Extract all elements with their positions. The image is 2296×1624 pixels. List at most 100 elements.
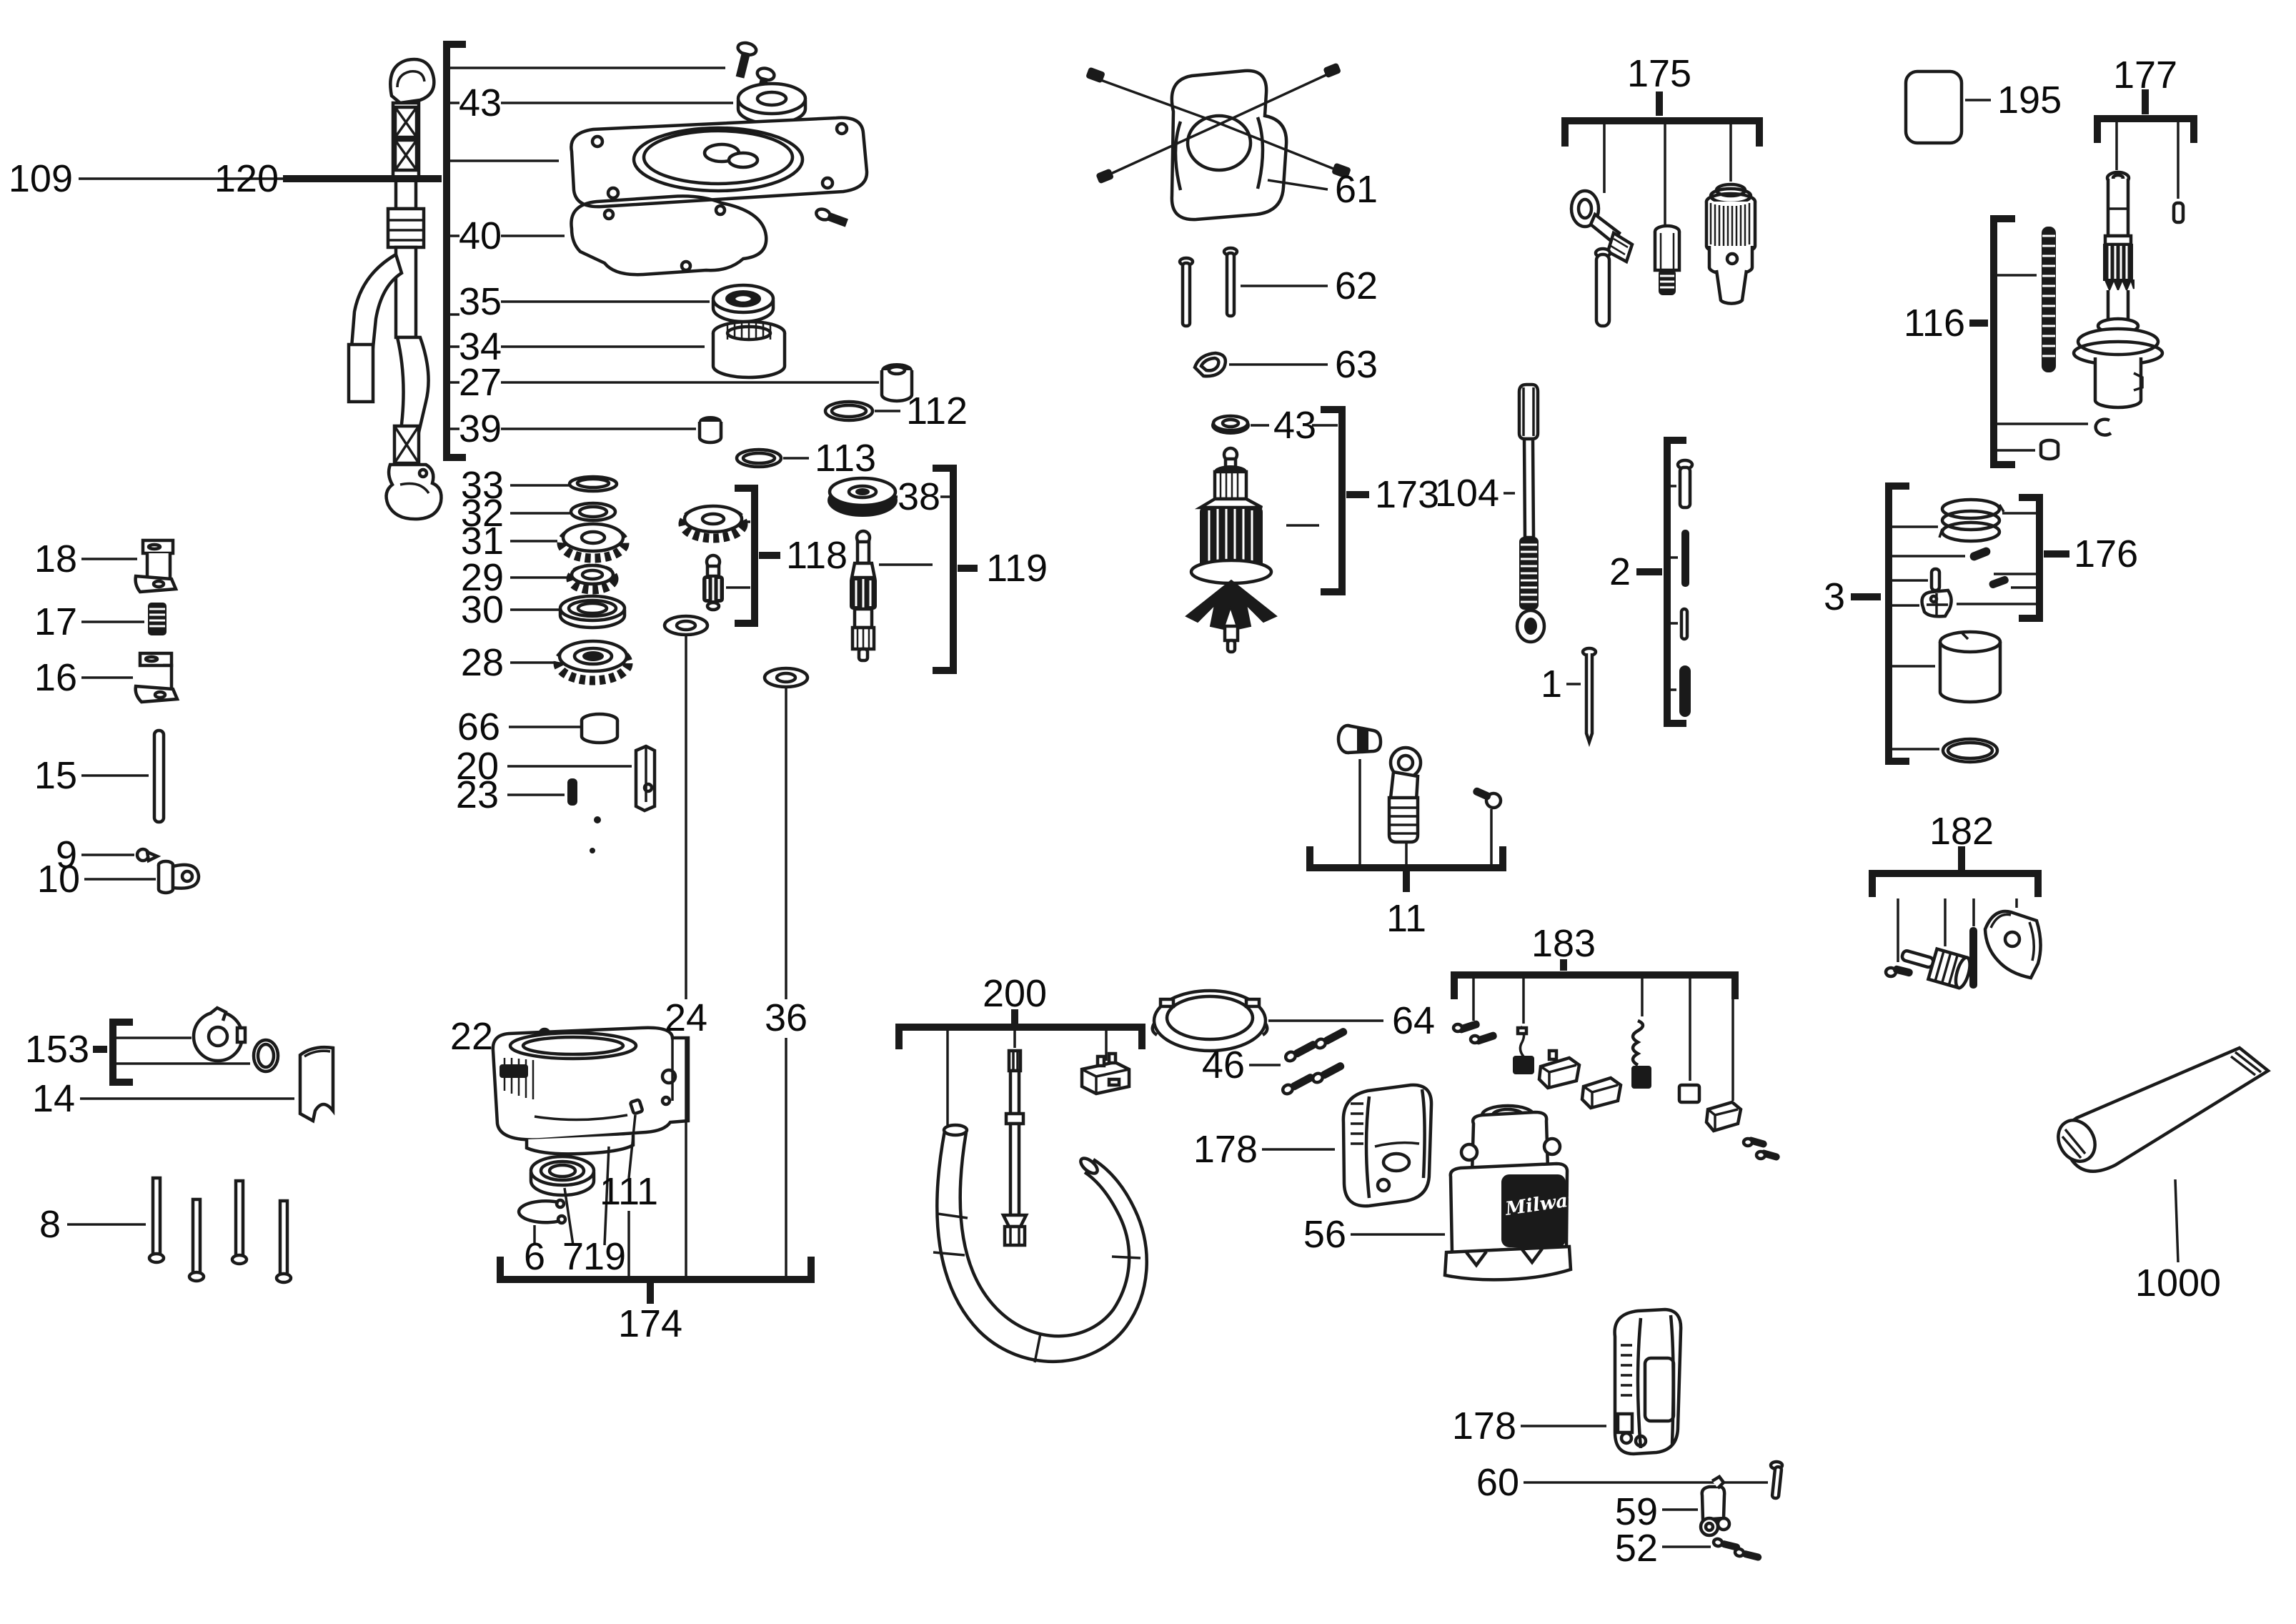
housing-cover-left-178 — [1341, 1083, 1433, 1208]
part-label-175: 175 — [1627, 52, 1691, 95]
part-label-14: 14 — [32, 1077, 75, 1120]
armature-173 — [1185, 446, 1278, 654]
threaded-rod-116 — [2042, 227, 2056, 372]
bearing-43b — [1211, 414, 1250, 435]
group-11 — [1306, 723, 1506, 892]
bracket-173 — [1321, 406, 1346, 595]
strap-part — [347, 57, 443, 521]
gasket-40 — [570, 194, 768, 277]
part-label-195: 195 — [1997, 79, 2062, 122]
knob-11 — [1336, 723, 1383, 755]
part-label-178R: 178 — [1452, 1405, 1516, 1447]
chuck — [1704, 182, 1757, 305]
part-label-18: 18 — [34, 538, 77, 580]
part-label-36: 36 — [765, 996, 807, 1039]
screws-183a — [1451, 1020, 1497, 1045]
chip-183 — [1677, 1083, 1701, 1104]
part-label-22: 22 — [450, 1015, 493, 1058]
brush-spring-183 — [1631, 1019, 1651, 1089]
gear-case-cover — [570, 116, 869, 227]
spring-coil-3 — [1938, 497, 2005, 543]
bearing-36 — [762, 666, 810, 689]
part-label-27: 27 — [459, 361, 502, 404]
bracket-16 — [134, 651, 180, 704]
clutch-29 — [566, 563, 619, 595]
part-label-62: 62 — [1335, 264, 1378, 307]
gear-118a — [678, 504, 748, 543]
part-label-35: 35 — [459, 280, 502, 323]
chuck-key — [1569, 189, 1634, 328]
shaft-119 — [850, 529, 877, 663]
part-label-63: 63 — [1335, 343, 1378, 386]
pin-3c — [1989, 575, 2009, 589]
part-label-59: 59 — [1615, 1490, 1658, 1533]
bracket-120 — [443, 41, 466, 461]
group-120 — [283, 41, 914, 469]
part-label-3: 3 — [1824, 575, 1845, 618]
bearing-30 — [558, 594, 627, 630]
holder-183c — [1704, 1100, 1743, 1133]
part-label-19: 19 — [583, 1235, 626, 1278]
group-173 — [1185, 406, 1369, 654]
o-ring-113 — [735, 447, 783, 469]
bracket-182 — [1869, 870, 2042, 897]
part-label-38: 38 — [898, 475, 940, 518]
part-label-183: 183 — [1531, 922, 1596, 965]
bushing-27 — [880, 363, 914, 403]
part-label-1: 1 — [1541, 663, 1562, 705]
bracket-116 — [1990, 215, 2015, 468]
part-label-177: 177 — [2113, 54, 2177, 96]
handle-rod-104 — [1515, 382, 1546, 644]
clamp-10 — [156, 859, 201, 895]
part-label-52: 52 — [1615, 1527, 1658, 1570]
part-label-46: 46 — [1202, 1044, 1245, 1086]
pin-3a — [1969, 547, 1991, 561]
gear-stack — [499, 475, 657, 1038]
part-label-11: 11 — [1386, 897, 1426, 940]
part-label-61: 61 — [1335, 168, 1378, 211]
key-bar-20 — [634, 744, 657, 813]
pin-3b — [1929, 567, 1942, 593]
pin-1 — [1581, 646, 1598, 748]
adapter — [1653, 224, 1681, 295]
spacer-66 — [580, 712, 620, 745]
bracket-175 — [1561, 117, 1763, 147]
part-label-43b: 43 — [1273, 404, 1316, 447]
part-label-64: 64 — [1392, 999, 1435, 1042]
part-label-113: 113 — [815, 437, 876, 480]
part-label-60: 60 — [1476, 1461, 1519, 1504]
part-label-120: 120 — [214, 157, 279, 200]
motor-assembly-56: Milwaukee — [1443, 1104, 1619, 1282]
part-label-1000: 1000 — [2135, 1262, 2221, 1304]
rod-15 — [152, 728, 166, 824]
brush-holder-183a — [1537, 1049, 1581, 1090]
part-label-23: 23 — [456, 773, 499, 816]
o-ring-112 — [823, 400, 875, 422]
pins-8 — [147, 1176, 293, 1284]
bearing-24 — [662, 614, 710, 637]
screws-183b — [1741, 1137, 1780, 1161]
part-label-2: 2 — [1609, 550, 1631, 593]
group-177 — [2072, 89, 2197, 410]
bracket-119 — [933, 465, 957, 674]
screws-46 — [1281, 1028, 1348, 1096]
bracket-2 — [1664, 437, 1686, 727]
plunger-182 — [1900, 946, 1972, 990]
gear-28 — [553, 639, 633, 685]
screw-182 — [1884, 965, 1913, 979]
latch-59 — [1699, 1475, 1731, 1538]
snap-ring-6 — [517, 1199, 561, 1224]
part-label-182: 182 — [1929, 810, 1994, 853]
part-label-8: 8 — [39, 1203, 61, 1246]
left-column — [67, 538, 335, 1284]
field-coil-61 — [1086, 63, 1351, 222]
group-200 — [895, 1009, 1148, 1364]
gear-housing — [491, 1026, 690, 1156]
brush-183 — [1513, 1025, 1534, 1074]
group-182 — [1869, 846, 2042, 990]
part-label-39: 39 — [459, 407, 502, 450]
grease-tube-1000 — [2057, 1046, 2271, 1263]
cover-plate-182 — [1983, 909, 2042, 980]
group-175 — [1561, 91, 1763, 328]
